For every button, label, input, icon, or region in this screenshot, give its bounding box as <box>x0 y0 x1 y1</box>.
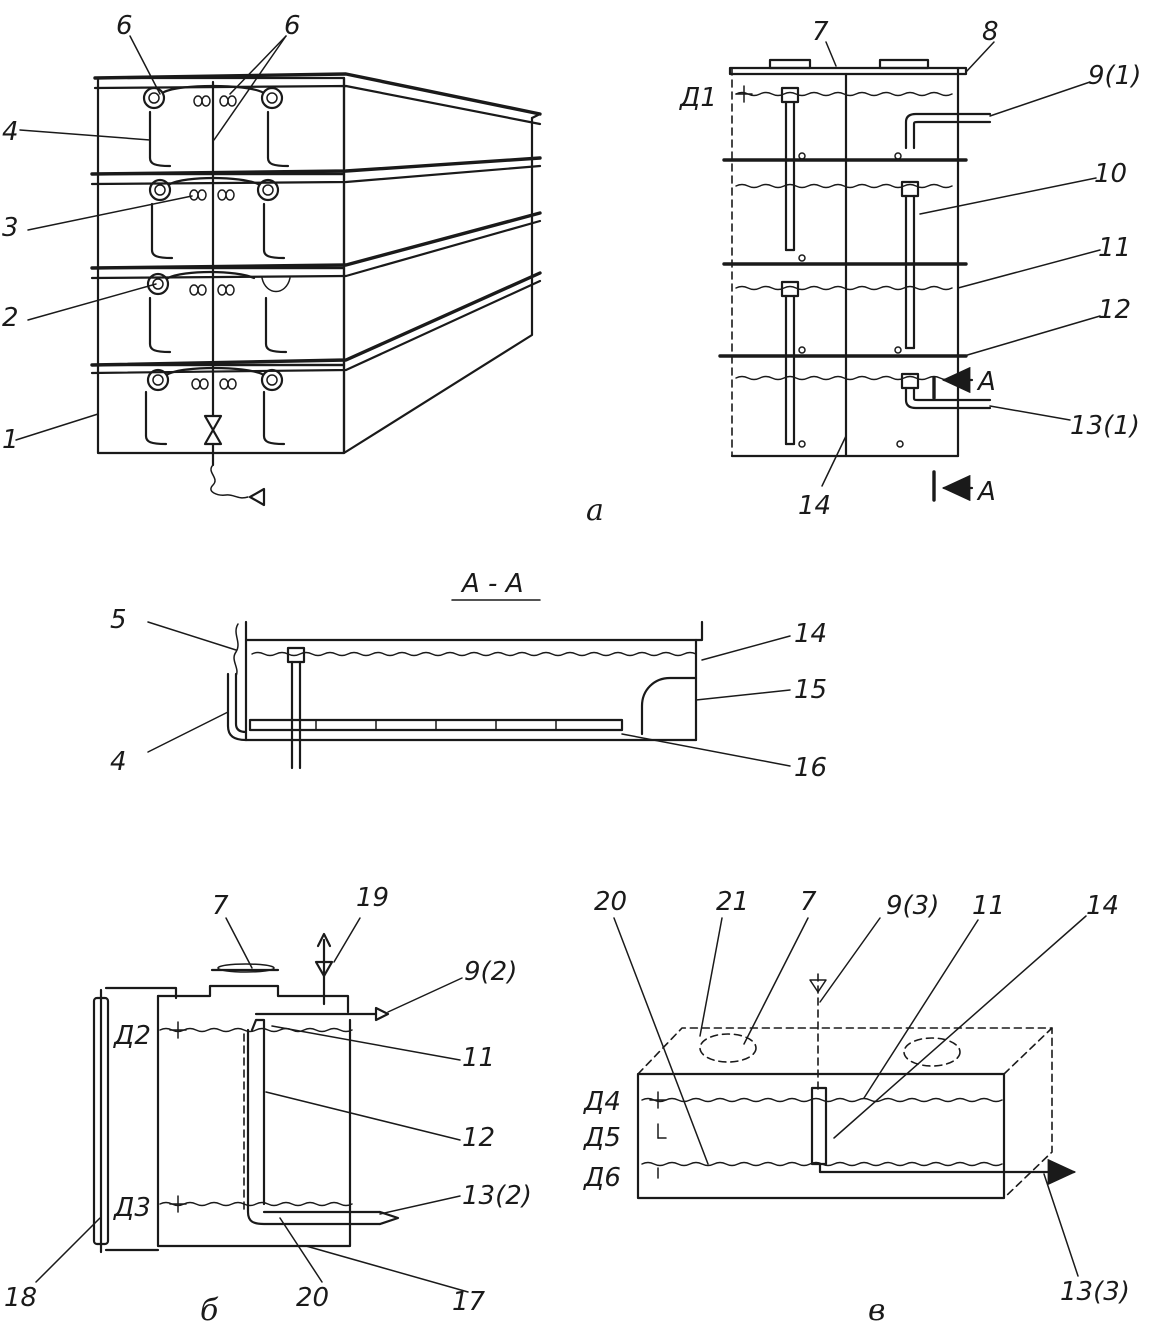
b-callout-13-2: 13(2) <box>462 1181 532 1211</box>
tank-side-face <box>342 76 542 455</box>
panel-a-left-leaders <box>15 35 287 441</box>
section-callout-5: 5 <box>110 605 127 635</box>
v-callout-7: 7 <box>800 887 817 917</box>
section-a-a: А - А 5 4 14 15 16 <box>110 569 827 783</box>
section-callout-15: 15 <box>794 675 827 705</box>
v-callout-21: 21 <box>716 887 749 917</box>
b-callout-7: 7 <box>212 891 229 921</box>
v-callout-D5: Д5 <box>583 1123 621 1153</box>
callout-2: 2 <box>2 303 19 333</box>
b-callout-D2: Д2 <box>113 1021 151 1051</box>
section-callout-14: 14 <box>794 619 827 649</box>
panel-a-right-labels: 7 8 9(1) 10 11 12 13(1) 14 Д1 А А <box>679 17 1141 521</box>
v-callout-14: 14 <box>1086 891 1119 921</box>
callout-3: 3 <box>2 213 19 243</box>
tank-fittings <box>142 84 291 446</box>
stack-outline <box>718 58 968 458</box>
panel-v-tank: 20 21 7 9(3) 11 14 Д4 Д5 Д6 13(3) в <box>583 887 1130 1325</box>
v-callout-9-3: 9(3) <box>886 891 939 921</box>
callout-1: 1 <box>2 425 19 455</box>
callout-9-1: 9(1) <box>1088 61 1141 91</box>
callout-14: 14 <box>798 491 831 521</box>
callout-13-1: 13(1) <box>1070 411 1140 441</box>
callout-7: 7 <box>812 17 829 47</box>
v-callout-11: 11 <box>972 891 1005 921</box>
v-callout-D6: Д6 <box>583 1163 621 1193</box>
v-callout-20: 20 <box>594 887 627 917</box>
section-callout-4: 4 <box>110 747 127 777</box>
b-callout-D3: Д3 <box>113 1193 151 1223</box>
section-marks <box>932 366 974 502</box>
callout-11: 11 <box>1098 233 1131 263</box>
b-callout-17: 17 <box>452 1287 486 1317</box>
callout-8: 8 <box>982 17 999 47</box>
section-marker-upper: А <box>976 367 996 397</box>
panel-label-a: а <box>586 493 604 528</box>
panel-a-stacked-tanks: 6 6 4 3 2 1 <box>2 11 542 507</box>
callout-D1: Д1 <box>679 83 717 113</box>
b-callout-18: 18 <box>4 1283 37 1313</box>
overflow-tubes <box>735 85 992 448</box>
callout-12: 12 <box>1098 295 1131 325</box>
b-callout-12: 12 <box>462 1123 495 1153</box>
section-marker-lower: А <box>976 477 996 507</box>
section-title: А - А <box>460 569 523 599</box>
callout-10: 10 <box>1094 159 1127 189</box>
panel-label-v: в <box>868 1293 885 1325</box>
panel-label-b: б <box>200 1293 219 1325</box>
b-callout-20: 20 <box>296 1283 329 1313</box>
b-callout-9-2: 9(2) <box>464 957 517 987</box>
tank-flanges <box>90 72 542 375</box>
b-callout-11: 11 <box>462 1043 495 1073</box>
callout-6: 6 <box>284 11 301 41</box>
section-callout-16: 16 <box>794 753 827 783</box>
vertical-drain-pipe <box>203 80 266 507</box>
v-callout-13-3: 13(3) <box>1060 1277 1130 1307</box>
callout-5: 6 <box>116 11 133 41</box>
panel-a-right-leaders <box>821 41 1101 487</box>
panel-b-tank: 7 19 9(2) Д2 11 12 Д3 13(2) 18 20 17 б <box>4 883 532 1325</box>
callout-4: 4 <box>2 117 19 147</box>
panel-a-front-elevation: 7 8 9(1) 10 11 12 13(1) 14 Д1 А А а <box>586 17 1141 528</box>
panel-a-left-labels: 6 6 4 3 2 1 <box>2 11 301 455</box>
b-callout-19: 19 <box>356 883 389 913</box>
v-callout-D4: Д4 <box>583 1087 621 1117</box>
